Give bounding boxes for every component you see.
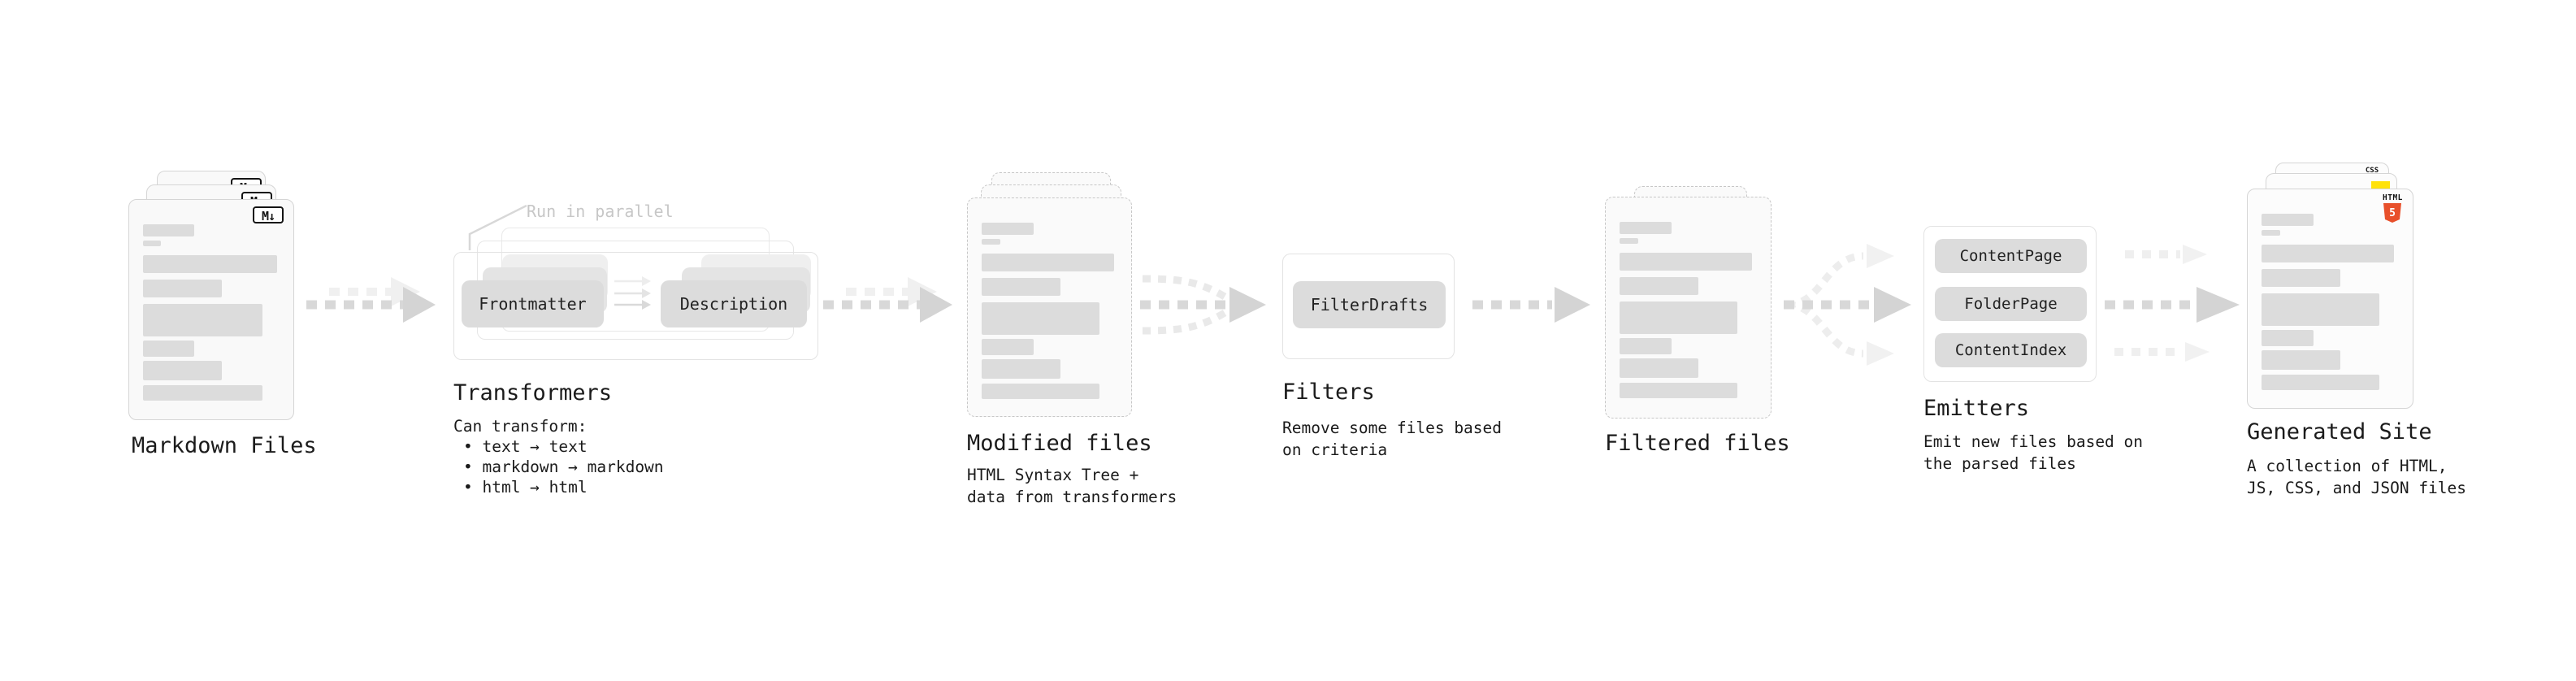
- flow-arrow-filters-to-filtered: [1472, 287, 1590, 323]
- caption-line: A collection of HTML,: [2247, 457, 2448, 475]
- emitters-caption: Emit new files based on the parsed files: [1923, 432, 2143, 475]
- caption-line: on criteria: [1282, 440, 1388, 459]
- generated-site-label: Generated Site: [2247, 419, 2432, 445]
- transformer-box-front: [453, 252, 818, 360]
- markdown-files-label: Markdown Files: [132, 433, 317, 458]
- stage-modified-files: [967, 172, 1162, 424]
- filtered-file-card-front: [1605, 197, 1772, 419]
- emitters-label: Emitters: [1923, 396, 2030, 421]
- flow-arrow-filtered-to-emitters-diverge: [1784, 244, 1911, 366]
- filters-caption: Remove some files based on criteria: [1282, 418, 1502, 461]
- caption-line: Emit new files based on: [1923, 432, 2144, 451]
- modified-file-card-front: [967, 197, 1132, 417]
- filtered-files-label: Filtered files: [1605, 431, 1790, 456]
- svg-text:5: 5: [2389, 207, 2396, 219]
- transformer-inner-arrows: [614, 276, 651, 310]
- transformers-label: Transformers: [453, 380, 613, 406]
- html5-icon: HTML 5: [2383, 194, 2402, 223]
- doc-skeleton: [2248, 214, 2413, 390]
- flow-arrow-transformers-to-modified: [823, 277, 952, 323]
- caption-line: data from transformers: [967, 487, 1177, 506]
- transformers-bullet: • markdown → markdown: [463, 458, 664, 476]
- flow-arrow-modified-to-filters-merge: [1140, 275, 1266, 335]
- stage-transformers: Frontmatter Description: [453, 228, 835, 374]
- flow-arrow-emitters-to-site: [2105, 245, 2240, 362]
- transformers-caption-title: Can transform:: [453, 417, 588, 436]
- caption-line: JS, CSS, and JSON files: [2247, 478, 2467, 497]
- html5-icon-text: HTML: [2383, 193, 2403, 202]
- frontmatter-pill: Frontmatter: [462, 280, 604, 327]
- css-icon-text: CSS: [2365, 167, 2379, 175]
- contentindex-pill: ContentIndex: [1935, 333, 2087, 367]
- filters-label: Filters: [1282, 380, 1375, 405]
- html5-shield: 5: [2383, 203, 2401, 223]
- markdown-file-card-front: M↓: [128, 199, 294, 420]
- description-pill: Description: [661, 280, 807, 327]
- filters-box: FilterDrafts: [1282, 254, 1455, 359]
- transformers-bullet: • html → html: [463, 478, 588, 497]
- emitters-box: ContentPage FolderPage ContentIndex: [1923, 226, 2097, 382]
- filterdrafts-pill: FilterDrafts: [1293, 281, 1446, 328]
- annotation-connector-line: [468, 204, 527, 250]
- caption-line: the parsed files: [1923, 453, 2076, 473]
- doc-skeleton: [968, 223, 1131, 399]
- stage-markdown-files: M↓ M↓ M↓: [128, 171, 323, 423]
- stage-filtered-files: [1605, 186, 1800, 430]
- doc-skeleton: [129, 224, 293, 401]
- site-file-card-html: HTML 5: [2247, 189, 2413, 409]
- modified-files-label: Modified files: [967, 431, 1152, 456]
- markdown-icon: M↓: [253, 206, 284, 223]
- flow-arrow-markdown-to-transformers: [306, 277, 436, 323]
- folderpage-pill: FolderPage: [1935, 287, 2087, 321]
- run-in-parallel-annotation: Run in parallel: [527, 202, 674, 221]
- transformers-bullet: • text → text: [463, 437, 588, 456]
- doc-skeleton: [1606, 222, 1771, 398]
- generated-site-caption: A collection of HTML, JS, CSS, and JSON …: [2247, 456, 2466, 499]
- caption-line: Remove some files based: [1282, 419, 1503, 437]
- caption-line: HTML Syntax Tree +: [967, 466, 1139, 484]
- contentpage-pill: ContentPage: [1935, 239, 2087, 273]
- stage-generated-site: CSS HTML 5: [2247, 163, 2442, 414]
- modified-files-caption: HTML Syntax Tree + data from transformer…: [967, 465, 1177, 508]
